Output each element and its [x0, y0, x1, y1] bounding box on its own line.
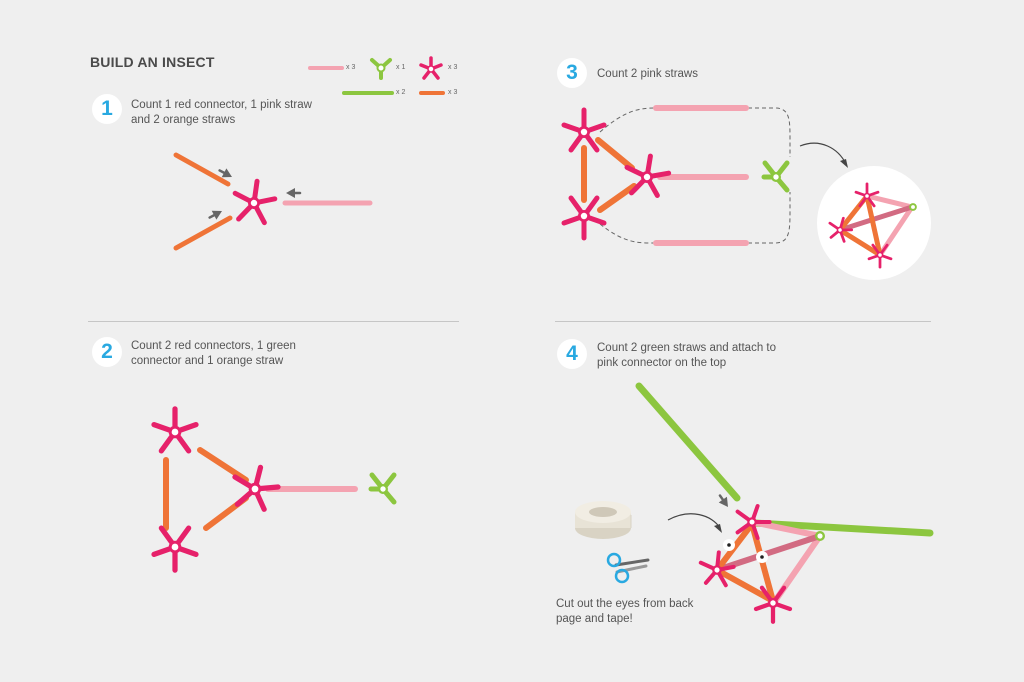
arrow-icon	[206, 205, 226, 224]
step-3-number: 3	[557, 58, 587, 88]
page-title: BUILD AN INSECT	[90, 54, 215, 70]
step-1-text: Count 1 red connector, 1 pink straw and …	[131, 99, 312, 126]
red-connector-icon	[154, 409, 196, 451]
legend-art	[308, 56, 445, 95]
legend-count-orange-straw: x 3	[448, 89, 458, 96]
red-connector-icon	[419, 56, 443, 80]
red-connector-icon	[564, 110, 604, 150]
green-connector-icon	[371, 475, 394, 502]
step-4-number: 4	[557, 339, 587, 369]
step-3-text: Count 2 pink straws	[597, 68, 698, 80]
eye-icon	[756, 551, 768, 563]
divider-right	[555, 321, 931, 322]
step-1-diagram	[173, 152, 373, 251]
eye-icon	[723, 539, 735, 551]
tape-roll-icon	[575, 501, 632, 539]
legend-count-green-connector: x 1	[396, 64, 406, 71]
legend-count-pink-straw: x 3	[346, 64, 356, 71]
red-connector-icon	[564, 198, 604, 238]
legend-count-green-straw: x 2	[396, 89, 406, 96]
step-2-number: 2	[92, 337, 122, 367]
red-connector-icon	[232, 178, 277, 223]
divider-left	[88, 321, 459, 322]
legend-count-red-connector: x 3	[448, 64, 458, 71]
arrow-icon	[284, 186, 302, 200]
step-4-diagram	[575, 382, 934, 622]
step-1-number: 1	[92, 94, 122, 124]
step-4-text: Count 2 green straws and attach to pink …	[597, 342, 776, 369]
eyes-note: Cut out the eyes from back page and tape…	[556, 598, 694, 625]
red-connector-icon	[154, 528, 196, 570]
parts-legend: x 3 x 1 x 3 x 2 x 3	[300, 55, 480, 103]
green-connector-icon	[370, 58, 392, 80]
scissors-icon	[606, 552, 650, 584]
green-connector-icon	[764, 163, 787, 190]
step-3-diagram	[564, 105, 931, 280]
arrow-icon	[714, 491, 734, 512]
red-connector-icon	[696, 550, 740, 594]
step-2-text: Count 2 red connectors, 1 green connecto…	[131, 340, 296, 367]
step-2-diagram	[154, 409, 394, 570]
